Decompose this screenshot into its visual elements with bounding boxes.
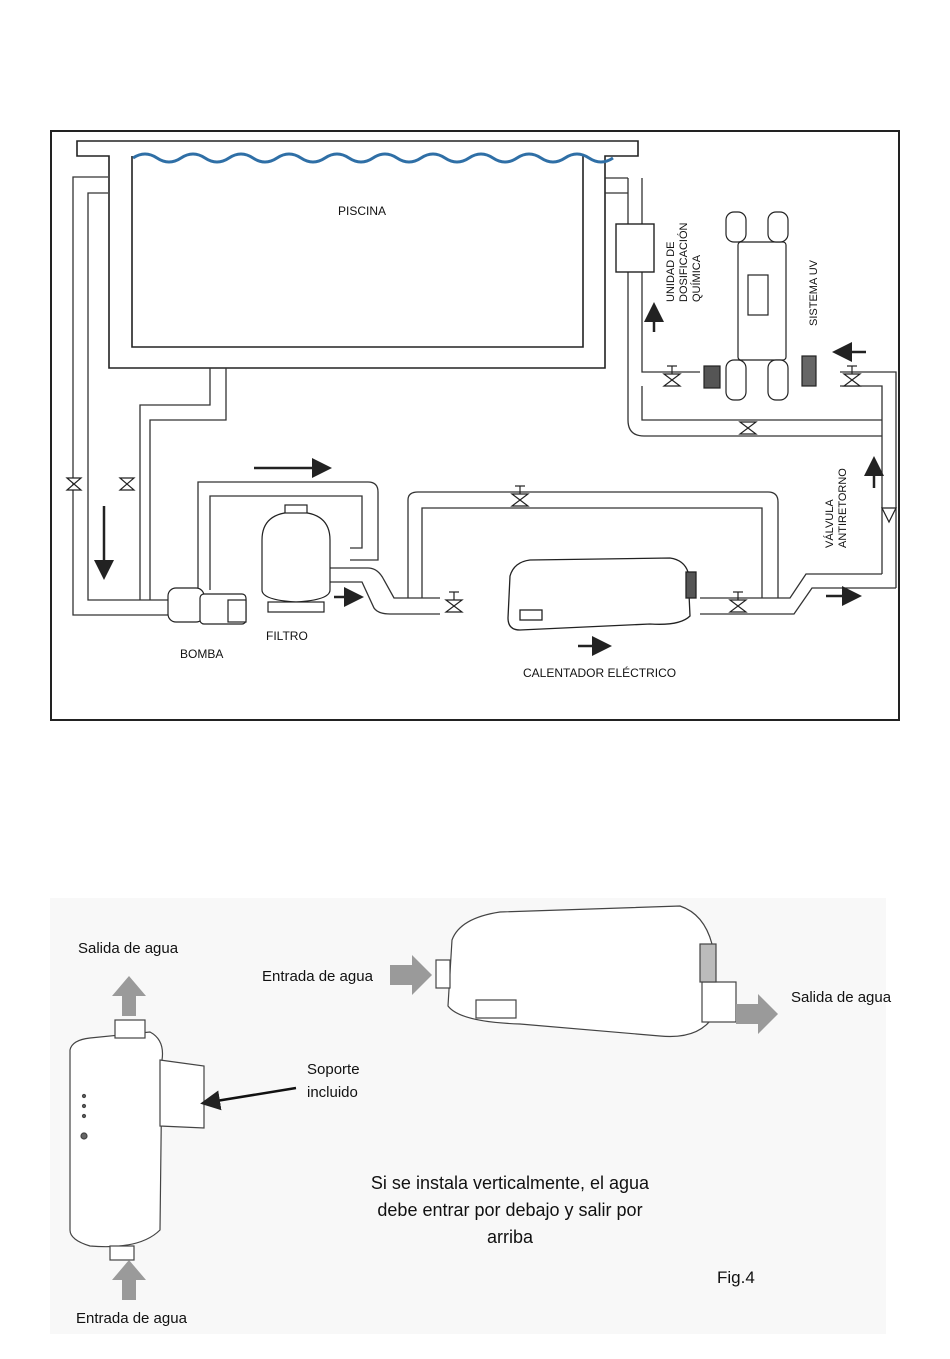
filter xyxy=(262,505,330,612)
check-valve-label: VÁLVULA ANTIRETORNO xyxy=(824,468,850,548)
filter-label: FILTRO xyxy=(266,629,308,643)
vertical-outlet-label: Salida de agua xyxy=(78,940,178,957)
dosing-unit-box xyxy=(616,224,654,272)
uv-label: SISTEMA UV xyxy=(808,260,821,326)
pool xyxy=(77,141,638,368)
dosing-label: UNIDAD DE DOSIFICACIÓN QUÍMICA xyxy=(665,223,704,302)
pool-label: PISCINA xyxy=(338,204,386,218)
horizontal-heater xyxy=(436,906,736,1037)
pump-label: BOMBA xyxy=(180,647,223,661)
horizontal-outlet-label: Salida de agua xyxy=(791,989,891,1006)
heater xyxy=(508,558,696,630)
heater-label: CALENTADOR ELÉCTRICO xyxy=(523,666,676,680)
bracket-label: Soporte incluido xyxy=(307,1058,360,1104)
horizontal-inlet-label: Entrada de agua xyxy=(262,968,373,985)
vertical-inlet-label: Entrada de agua xyxy=(76,1310,187,1327)
pump xyxy=(168,588,246,624)
vertical-install-note: Si se instala verticalmente, el agua deb… xyxy=(360,1170,660,1251)
figure-label: Fig.4 xyxy=(717,1268,755,1288)
